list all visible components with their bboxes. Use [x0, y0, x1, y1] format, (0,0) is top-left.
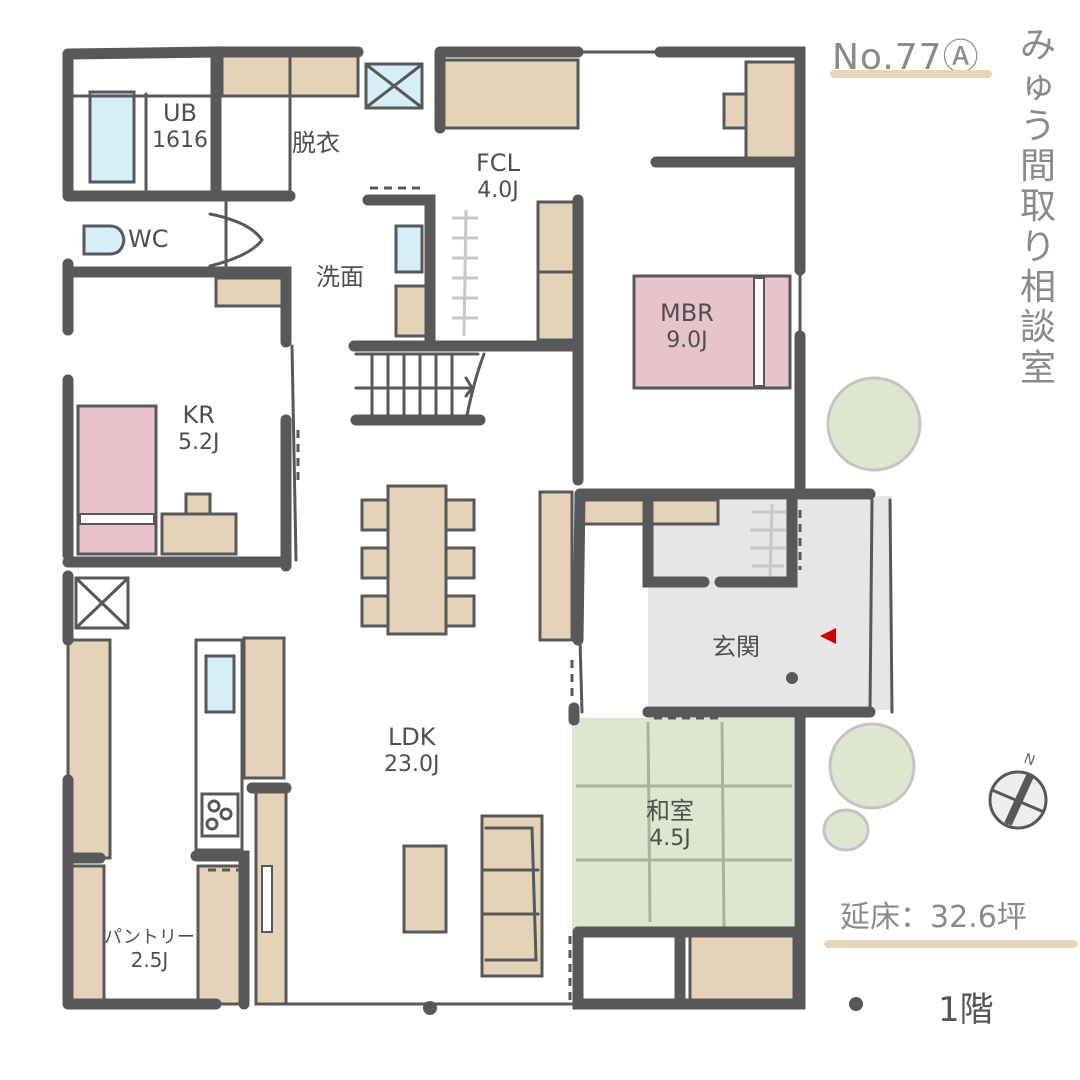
door-handle-slot	[261, 865, 273, 933]
sofa-lines	[482, 826, 540, 962]
room-pantry: パントリー 2.5J	[104, 927, 195, 972]
kr-bed	[76, 404, 158, 556]
dining-table	[386, 484, 448, 636]
room-size: 2.5J	[130, 947, 169, 972]
room-datsui: 脱衣	[292, 129, 340, 158]
room-name: 脱衣	[292, 129, 340, 157]
dining-chair	[444, 546, 476, 580]
kitchen-back-counter	[242, 636, 286, 780]
burner	[205, 817, 219, 831]
room-size: 4.5J	[649, 825, 691, 851]
room-ub: UB 1616	[152, 99, 208, 153]
mbr-side-table	[722, 92, 748, 130]
washer-cross	[366, 64, 422, 108]
tatami-lines	[576, 721, 792, 929]
living-side-table	[402, 844, 448, 934]
dining-chair	[444, 594, 476, 628]
fcl-stair-ghost	[452, 209, 478, 337]
fridge-cross	[76, 578, 128, 628]
wc-storage	[214, 276, 284, 308]
storage-top-fcl	[438, 58, 580, 130]
room-name: KR	[182, 401, 215, 429]
room-mbr: MBR 9.0J	[660, 299, 714, 353]
genkan-stair-ghost	[750, 503, 786, 581]
brand-vertical-title: みゅう間取り相談室	[1019, 25, 1056, 389]
exterior-wall	[62, 46, 876, 1010]
room-name: パントリー	[104, 927, 195, 948]
kitchen-island	[194, 638, 244, 852]
toilet	[82, 224, 126, 256]
fcl-shelf-1	[536, 200, 576, 274]
ldk-storage-right	[538, 490, 574, 642]
room-size: 1616	[152, 127, 208, 153]
room-name: UB	[162, 99, 198, 127]
stairs	[354, 352, 486, 422]
wc-door-swing	[208, 212, 264, 268]
vanity-sink	[394, 224, 424, 274]
total-floor-area: 延床：32.6坪	[840, 900, 1027, 935]
pantry-left-shelf	[70, 864, 106, 1006]
room-name: 玄関	[712, 633, 760, 661]
title-underline	[830, 70, 992, 78]
senmen-shelf	[394, 284, 430, 338]
entrance-marker	[820, 628, 836, 644]
room-kr: KR 5.2J	[178, 401, 220, 455]
genkan-floor	[648, 500, 870, 706]
pantry-right-shelf	[196, 864, 246, 1006]
dining-chair	[360, 594, 390, 628]
fridge	[74, 576, 130, 630]
room-size: 4.0J	[477, 177, 519, 203]
tree	[822, 808, 870, 852]
room-name: 和室	[646, 797, 694, 825]
sliding-door-dashes	[208, 186, 802, 1000]
kr-desk	[160, 512, 238, 556]
room-senmen: 洗面	[316, 263, 364, 292]
door-pivot	[786, 672, 798, 684]
room-name: 洗面	[316, 263, 364, 291]
storage-mbr-closet	[744, 60, 800, 164]
room-size: 5.2J	[178, 429, 220, 455]
dining-chair	[444, 498, 476, 532]
kitchen-sink	[204, 654, 236, 714]
floor-label: 1階	[938, 990, 994, 1030]
tree	[828, 722, 916, 810]
room-name: WC	[128, 225, 169, 253]
burner	[219, 807, 233, 821]
kr-bed-pillow-gap	[79, 513, 155, 525]
room-name: MBR	[660, 299, 714, 327]
dining-chair	[360, 546, 390, 580]
room-fcl: FCL 4.0J	[476, 149, 520, 203]
bathtub	[88, 90, 136, 184]
room-name: LDK	[387, 723, 436, 751]
porch-floor	[870, 496, 892, 710]
tree	[826, 376, 922, 472]
mbr-bed-pillow-gap	[753, 277, 765, 387]
dining-chair	[360, 498, 390, 532]
room-wc: WC	[128, 225, 169, 254]
kr-chair	[184, 492, 212, 516]
burner	[207, 799, 221, 813]
kitchen-left-counter	[66, 638, 112, 860]
area-underline	[824, 940, 1078, 948]
room-washitsu: 和室 4.5J	[646, 797, 694, 851]
floor-dot	[849, 997, 863, 1011]
washitsu-closet	[688, 934, 796, 1002]
compass-north-needle	[1004, 774, 1034, 826]
room-size: 9.0J	[666, 327, 708, 353]
fcl-shelf-2	[536, 270, 576, 342]
room-ldk: LDK 23.0J	[384, 723, 440, 777]
exterior-light	[423, 1001, 437, 1015]
washitsu-tatami	[572, 718, 794, 930]
room-size: 23.0J	[384, 751, 440, 777]
room-genkan: 玄関	[712, 633, 760, 662]
room-name: FCL	[476, 149, 520, 177]
